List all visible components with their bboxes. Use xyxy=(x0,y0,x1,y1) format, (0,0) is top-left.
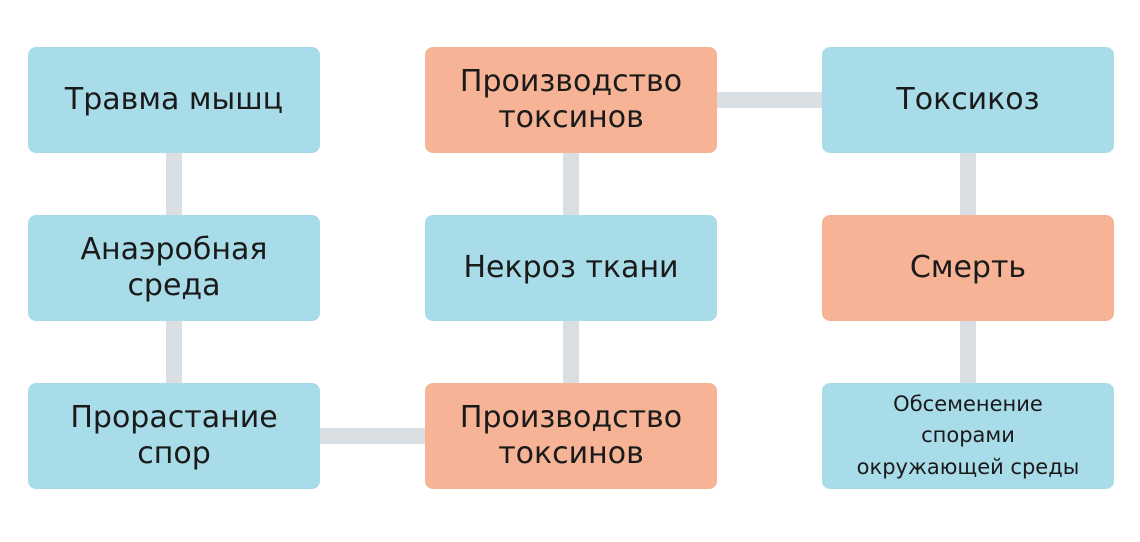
node-toxicosis: Токсикоз xyxy=(822,47,1114,153)
connector-toxins-necrosis xyxy=(563,321,579,384)
node-muscle-trauma: Травма мышц xyxy=(28,47,320,153)
connector-anaerobic-germination xyxy=(166,321,182,384)
connector-necrosis-toxins xyxy=(563,153,579,216)
connector-toxicosis-death xyxy=(960,153,976,216)
node-environment-contamination: Обсеменение спорами окружающей среды xyxy=(822,383,1114,489)
node-toxin-production-bottom: Производство токсинов xyxy=(425,383,717,489)
connector-death-contamination xyxy=(960,321,976,384)
connector-toxins-toxicosis xyxy=(717,92,823,108)
node-spore-germination: Прорастание спор xyxy=(28,383,320,489)
node-tissue-necrosis: Некроз ткани xyxy=(425,215,717,321)
node-anaerobic-environment: Анаэробная среда xyxy=(28,215,320,321)
connector-germination-toxins xyxy=(320,428,426,444)
node-death: Смерть xyxy=(822,215,1114,321)
connector-trauma-anaerobic xyxy=(166,153,182,216)
node-toxin-production-top: Производство токсинов xyxy=(425,47,717,153)
